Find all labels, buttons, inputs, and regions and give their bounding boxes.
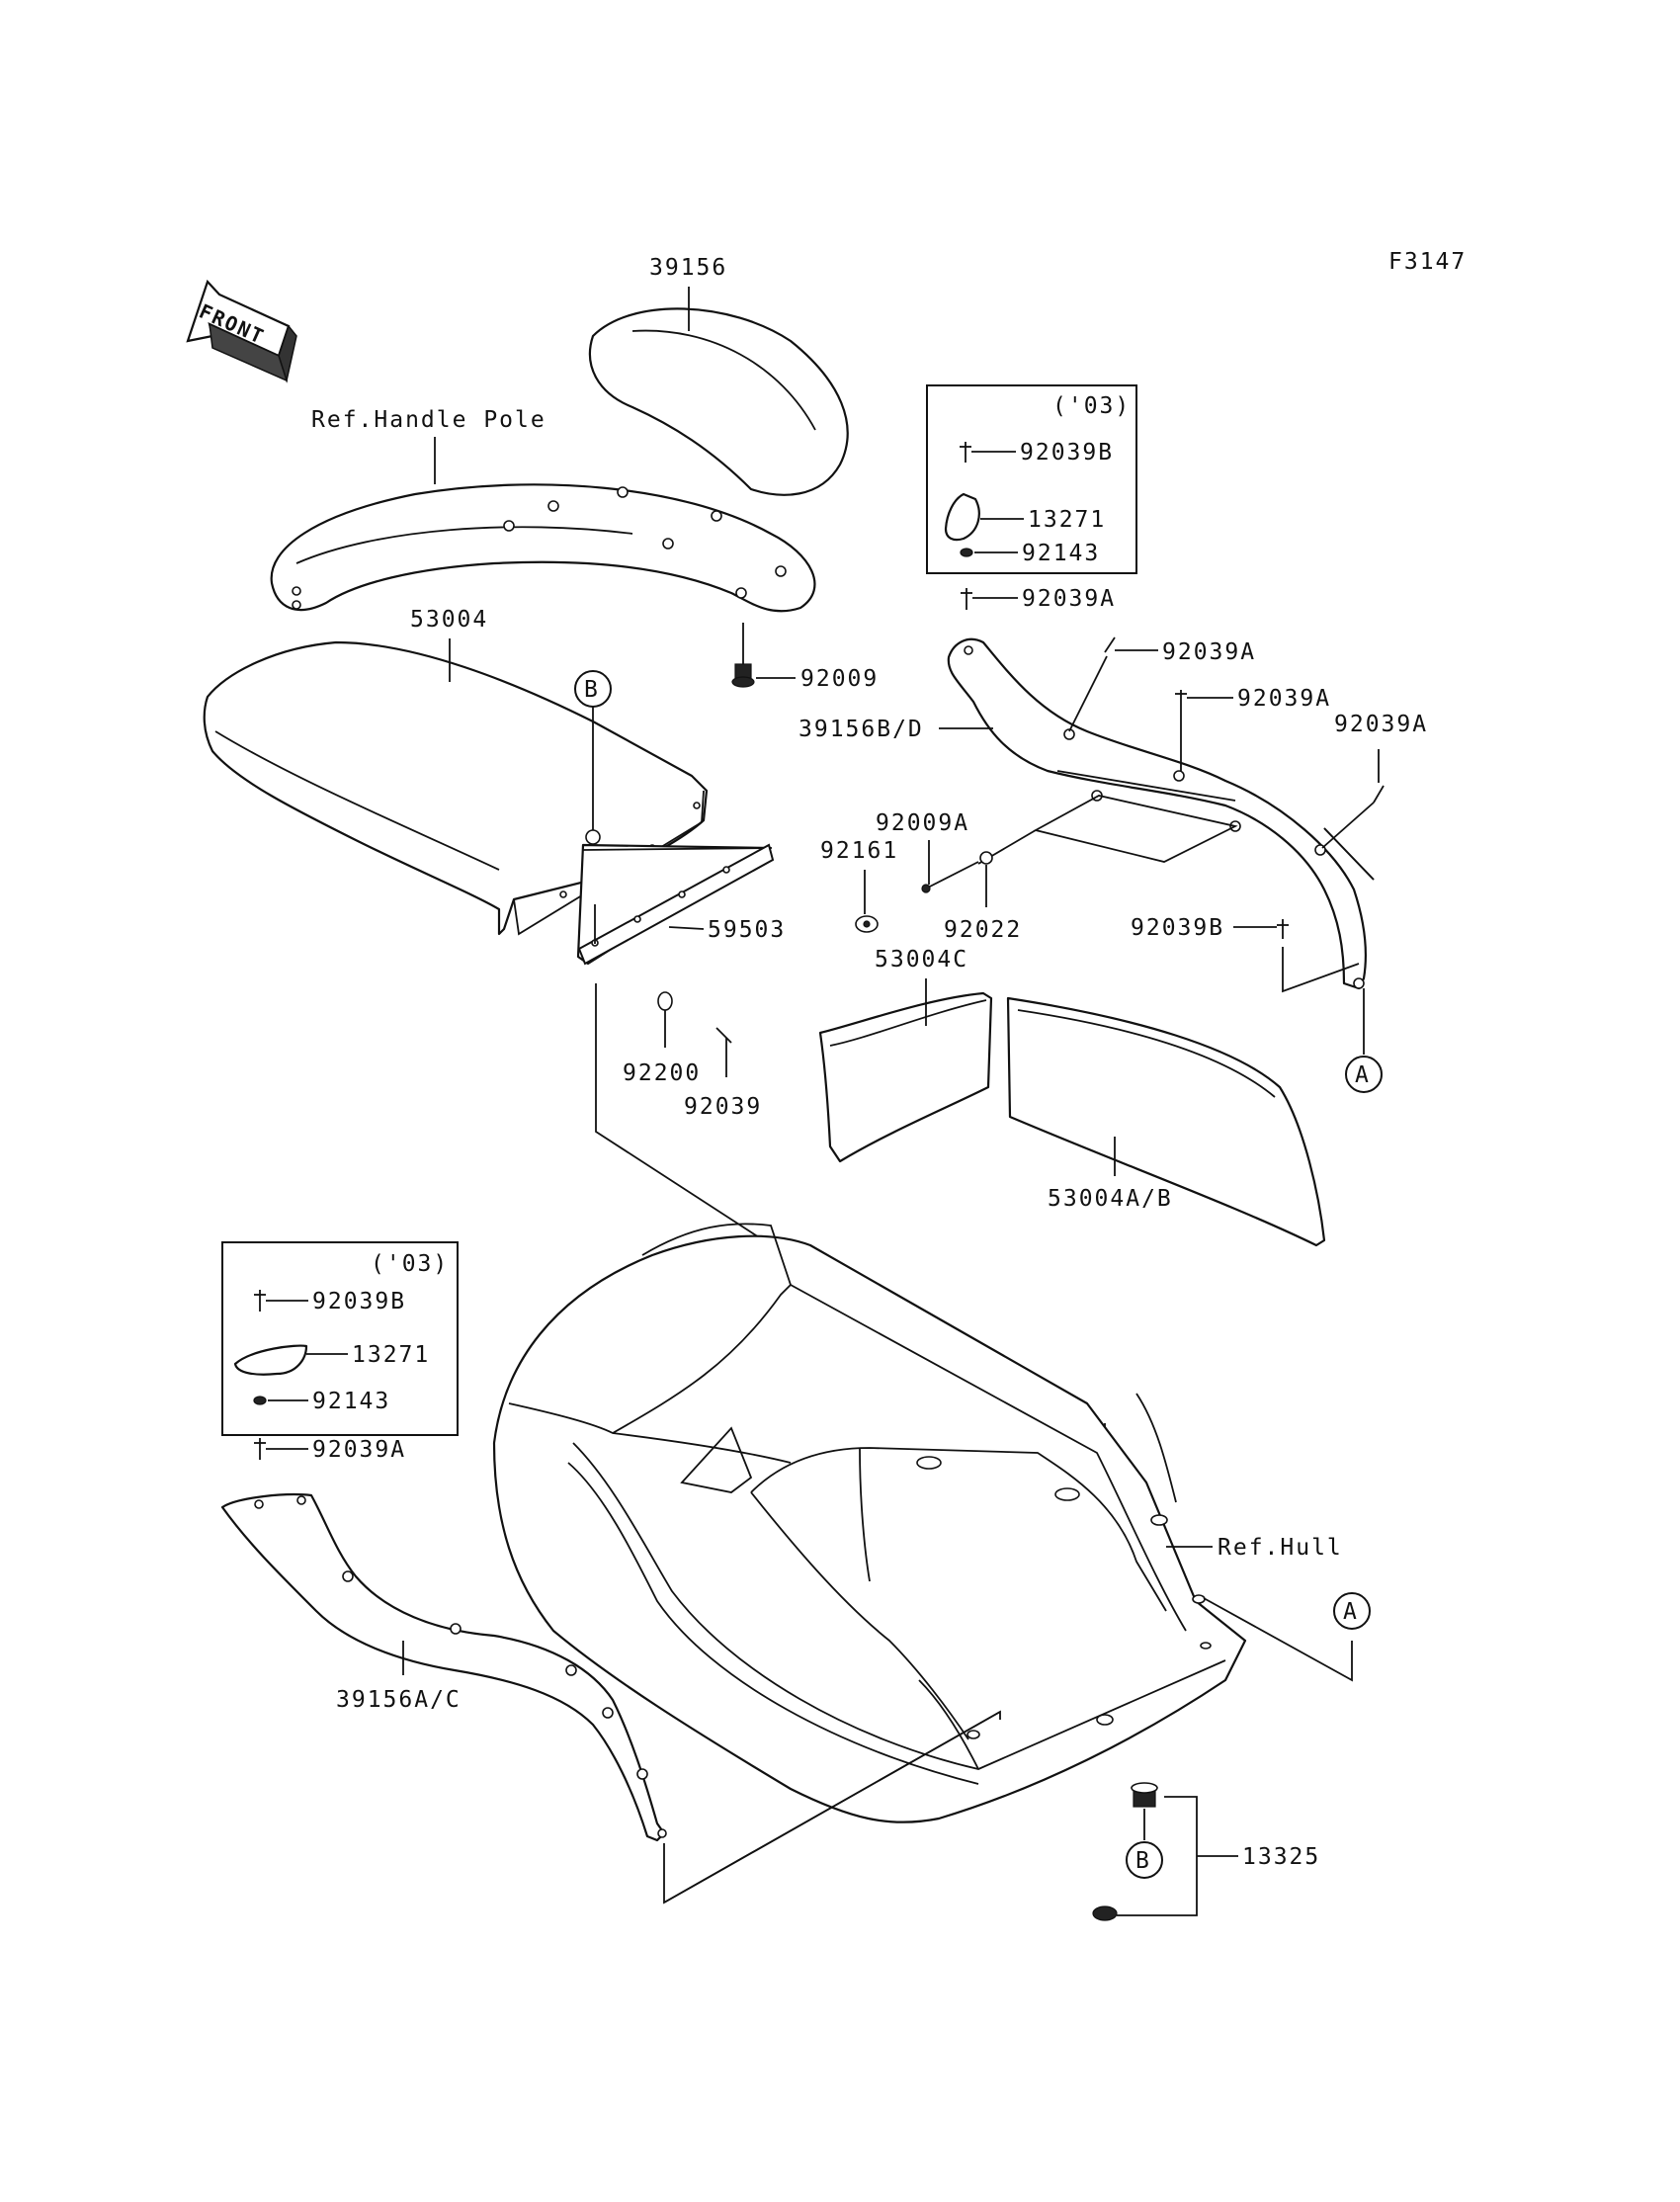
washer-92022 bbox=[979, 851, 993, 865]
label-59503: 59503 bbox=[708, 917, 786, 943]
label-92039: 92039 bbox=[684, 1094, 762, 1120]
label-92009a: 92009A bbox=[876, 810, 969, 836]
front-arrow-icon: FRONT bbox=[186, 279, 297, 383]
label-ref-hull: Ref.Hull bbox=[1218, 1535, 1343, 1561]
label-53004ab: 53004A/B bbox=[1048, 1186, 1173, 1212]
washer-92200 bbox=[657, 991, 673, 1011]
ref-marker-b-top-label: B bbox=[584, 677, 600, 703]
hull-reference bbox=[492, 1223, 1247, 1823]
variant-box-top-92039b: 92039B bbox=[1020, 440, 1114, 466]
ref-marker-a-right-label: A bbox=[1355, 1062, 1371, 1088]
variant-box-left-92039b: 92039B bbox=[312, 1289, 406, 1314]
label-53004: 53004 bbox=[410, 607, 488, 633]
screw-92039a-left bbox=[254, 1438, 266, 1460]
label-39156ac: 39156A/C bbox=[336, 1687, 462, 1713]
label-92039a-3: 92039A bbox=[1237, 686, 1331, 712]
screw-92039b-right bbox=[1277, 919, 1289, 939]
label-92022: 92022 bbox=[944, 917, 1022, 943]
handle-pole-cover bbox=[270, 483, 816, 613]
screw-92039b-left bbox=[254, 1290, 266, 1312]
label-92200: 92200 bbox=[623, 1060, 701, 1086]
label-13325: 13325 bbox=[1242, 1844, 1320, 1870]
label-ref-handle-pole: Ref.Handle Pole bbox=[311, 407, 546, 433]
bracket-13271-top bbox=[944, 492, 980, 542]
nut-92143-top bbox=[960, 548, 973, 557]
label-39156: 39156 bbox=[649, 255, 727, 281]
screw-92039b-top bbox=[960, 442, 971, 463]
screw-92039a-3 bbox=[1175, 690, 1187, 710]
label-92039a-2: 92039A bbox=[1162, 639, 1256, 665]
variant-box-top-year: ('03) bbox=[1052, 393, 1131, 419]
bracket-13271-left bbox=[233, 1344, 308, 1376]
label-92161: 92161 bbox=[820, 838, 898, 864]
nut-92143-left bbox=[253, 1396, 267, 1405]
label-92039a-4: 92039A bbox=[1334, 712, 1428, 737]
variant-box-left-year: ('03) bbox=[371, 1251, 449, 1277]
screw-92009a bbox=[923, 861, 979, 890]
side-rail-39156bd bbox=[947, 637, 1368, 990]
ref-marker-a-right bbox=[1345, 1056, 1383, 1093]
screw-92039a-1 bbox=[961, 588, 972, 610]
screw-92039a-4 bbox=[1373, 785, 1385, 804]
ref-marker-a-hull-label: A bbox=[1343, 1599, 1359, 1625]
bolt-92009 bbox=[731, 623, 755, 688]
label-92039b-right: 92039B bbox=[1131, 915, 1224, 941]
label-53004c: 53004C bbox=[875, 947, 968, 973]
ref-marker-b-bottom-label: B bbox=[1135, 1848, 1151, 1874]
diagram-code: F3147 bbox=[1388, 249, 1467, 275]
variant-box-top-92143: 92143 bbox=[1022, 541, 1100, 566]
ref-marker-b-bottom bbox=[1126, 1841, 1163, 1879]
variant-box-left-92143: 92143 bbox=[312, 1389, 390, 1414]
side-rail-39156ac bbox=[220, 1493, 666, 1842]
variant-box-left-13271: 13271 bbox=[352, 1342, 430, 1368]
pad-53004ab bbox=[1006, 996, 1326, 1247]
strip-59503 bbox=[576, 843, 775, 966]
label-92039a-1: 92039A bbox=[1022, 586, 1116, 612]
screw-92039a-2 bbox=[1104, 636, 1116, 653]
pad-39156 bbox=[588, 307, 849, 496]
pin-92039 bbox=[715, 1027, 732, 1044]
drain-plug-13325 bbox=[1092, 1782, 1158, 1921]
variant-box-top bbox=[926, 384, 1137, 574]
label-92039a-left: 92039A bbox=[312, 1437, 406, 1463]
variant-box-left bbox=[221, 1241, 459, 1436]
label-39156bd: 39156B/D bbox=[798, 717, 924, 742]
ref-marker-a-hull bbox=[1333, 1592, 1371, 1630]
variant-box-top-13271: 13271 bbox=[1028, 507, 1106, 533]
label-92009: 92009 bbox=[800, 666, 879, 692]
pad-53004c bbox=[818, 991, 993, 1163]
